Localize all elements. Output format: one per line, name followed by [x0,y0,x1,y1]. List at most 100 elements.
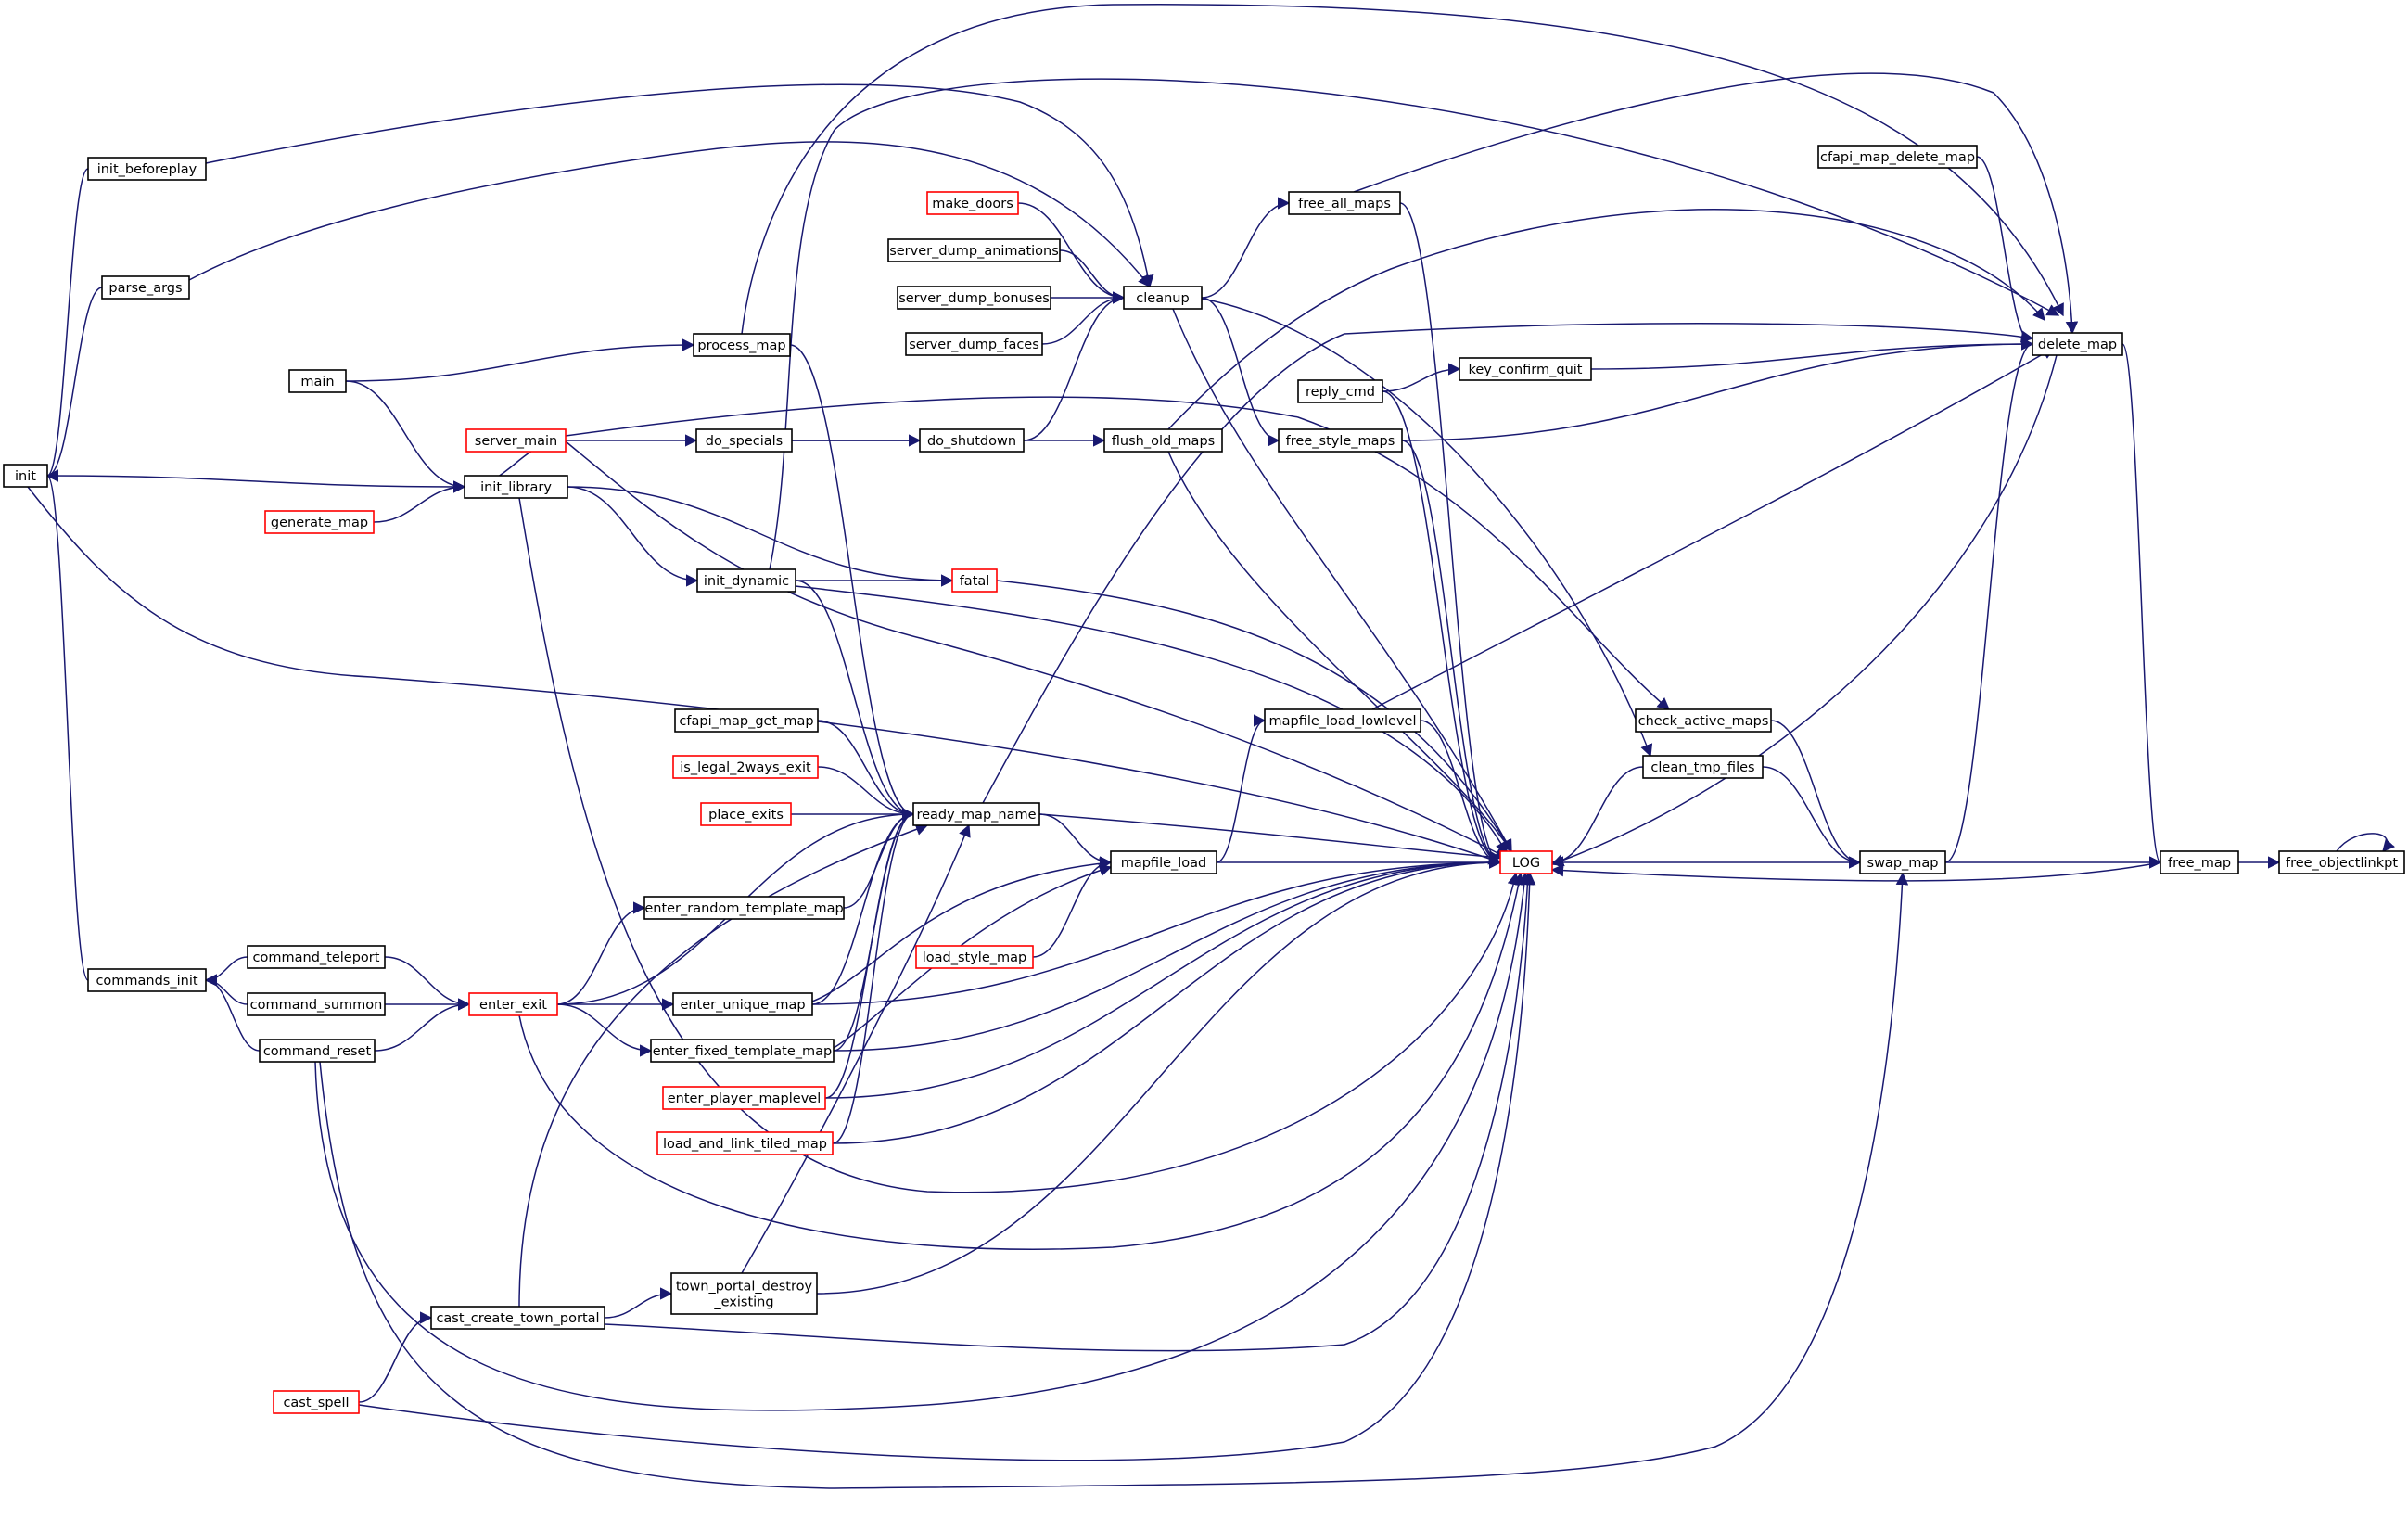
node-command-reset[interactable]: command_reset [259,1039,376,1063]
node-load-and-link-tiled-map[interactable]: load_and_link_tiled_map [656,1131,834,1155]
edge-parse_args-to-cleanup [188,141,1151,288]
node-box [919,428,1025,453]
node-init[interactable]: init [3,464,48,488]
node-mapfile-load[interactable]: mapfile_load [1110,850,1217,874]
edge-load_and_link_tiled_map-to-LOG [832,856,1502,1144]
node-free-map[interactable]: free_map [2160,850,2239,874]
node-init-library[interactable]: init_library [464,475,568,499]
node-box [1817,145,1978,169]
node-free-style-maps[interactable]: free_style_maps [1278,428,1403,453]
node-box [1288,191,1401,215]
node-swap-map[interactable]: swap_map [1859,850,1946,874]
node-server-dump-faces[interactable]: server_dump_faces [905,332,1043,356]
node-enter-player-maplevel[interactable]: enter_player_maplevel [662,1086,826,1110]
node-enter-exit[interactable]: enter_exit [468,992,558,1016]
node-label: ready_map_name [916,808,1036,823]
node-cfapi-map-delete-map[interactable]: cfapi_map_delete_map [1817,145,1978,169]
edge-delete_map-to-LOG [1550,354,2058,867]
node-LOG[interactable]: LOG [1499,850,1553,874]
node-fatal[interactable]: fatal [951,568,998,593]
node-main[interactable]: main [288,369,347,393]
edge-init_dynamic-to-ready_map_name [795,580,915,821]
node-box [897,286,1051,310]
node-label: main [300,375,334,389]
node-server-dump-animations[interactable]: server_dump_animations [887,238,1061,262]
node-box [926,191,1019,215]
node-check-active-maps[interactable]: check_active_maps [1635,708,1772,733]
node-cast-spell[interactable]: cast_spell [273,1390,360,1414]
node-init-beforeplay[interactable]: init_beforeplay [87,157,207,181]
node-box [1278,428,1403,453]
edge-command_teleport-to-enter_exit [384,956,471,1011]
node-free-objectlinkpt[interactable]: free_objectlinkpt [2278,850,2405,874]
node-do-shutdown[interactable]: do_shutdown [919,428,1025,453]
edge-main-to-init_library [345,380,466,493]
edge-reply_cmd-to-key_confirm_quit [1382,363,1461,392]
node-box [951,568,998,593]
node-enter-fixed-template-map[interactable]: enter_fixed_template_map [650,1039,835,1063]
node-box [1123,286,1203,310]
node-box [700,802,792,826]
node-mapfile-load-lowlevel[interactable]: mapfile_load_lowlevel [1264,708,1421,733]
node-server-main[interactable]: server_main [465,428,567,453]
node-ready-map-name[interactable]: ready_map_name [912,802,1040,826]
node-label: command_teleport [253,950,380,965]
node-label: enter_exit [479,998,547,1013]
node-free-all-maps[interactable]: free_all_maps [1288,191,1401,215]
node-load-style-map[interactable]: load_style_map [915,945,1034,969]
node-town-portal-destroy-existing[interactable]: town_portal_destroy_existing [670,1272,818,1315]
node-label: free_objectlinkpt [2286,856,2398,871]
node-commands-init[interactable]: commands_init [87,968,207,992]
edge-check_active_maps-to-swap_map [1770,720,1862,869]
node-process-map[interactable]: process_map [693,333,791,357]
edge-command_reset-to-enter_exit [374,998,471,1052]
node-label: server_main [475,434,557,449]
node-cfapi-map-get-map[interactable]: cfapi_map_get_map [674,708,819,733]
node-label: free_style_maps [1286,434,1395,449]
node-label: load_style_map [923,950,1026,965]
node-box [2160,850,2239,874]
node-command-summon[interactable]: command_summon [247,992,386,1016]
edge-init_dynamic-to-delete_map [769,78,2060,570]
node-label: _existing [713,1295,773,1310]
node-cast-create-town-portal[interactable]: cast_create_town_portal [430,1306,605,1330]
node-box [247,992,386,1016]
node-place-exits[interactable]: place_exits [700,802,792,826]
node-make-doors[interactable]: make_doors [926,191,1019,215]
node-is-legal-2ways-exit[interactable]: is_legal_2ways_exit [672,755,819,779]
node-init-dynamic[interactable]: init_dynamic [696,568,796,593]
edge-clean_tmp_files-to-swap_map [1762,766,1862,869]
node-do-specials[interactable]: do_specials [695,428,793,453]
edge-command_reset-to-commands_init [204,974,261,1052]
edge-init_dynamic-to-LOG [795,585,1508,855]
node-enter-unique-map[interactable]: enter_unique_map [672,992,813,1016]
edge-ready_map_name-to-delete_map [982,323,2034,804]
node-delete-map[interactable]: delete_map [2032,332,2123,356]
edge-cfapi_map_delete_map-to-delete_map [1976,156,2034,351]
edge-is_legal_2ways_exit-to-ready_map_name [817,766,915,821]
edge-enter_unique_map-to-LOG [811,856,1502,1005]
node-label: free_all_maps [1298,197,1391,211]
edge-free_all_maps-to-LOG [1399,202,1502,869]
node-box [101,275,190,300]
node-label: town_portal_destroy [676,1280,813,1295]
node-clean-tmp-files[interactable]: clean_tmp_files [1642,755,1764,779]
edge-enter_exit-to-enter_fixed_template_map [556,1003,653,1057]
node-label: init_beforeplay [97,162,197,177]
node-parse-args[interactable]: parse_args [101,275,190,300]
node-label: enter_player_maplevel [668,1091,821,1106]
node-label: make_doors [932,197,1013,211]
node-cleanup[interactable]: cleanup [1123,286,1203,310]
edge-init_library-to-fatal [567,486,954,587]
node-flush-old-maps[interactable]: flush_old_maps [1103,428,1223,453]
node-key-confirm-quit[interactable]: key_confirm_quit [1459,357,1592,381]
node-enter-random-template-map[interactable]: enter_random_template_map [643,896,845,920]
node-label: delete_map [2038,338,2117,352]
node-generate-map[interactable]: generate_map [264,510,375,534]
node-label: LOG [1512,856,1540,871]
node-server-dump-bonuses[interactable]: server_dump_bonuses [897,286,1051,310]
node-box [695,428,793,453]
node-command-teleport[interactable]: command_teleport [247,945,386,969]
node-reply-cmd[interactable]: reply_cmd [1297,379,1383,403]
